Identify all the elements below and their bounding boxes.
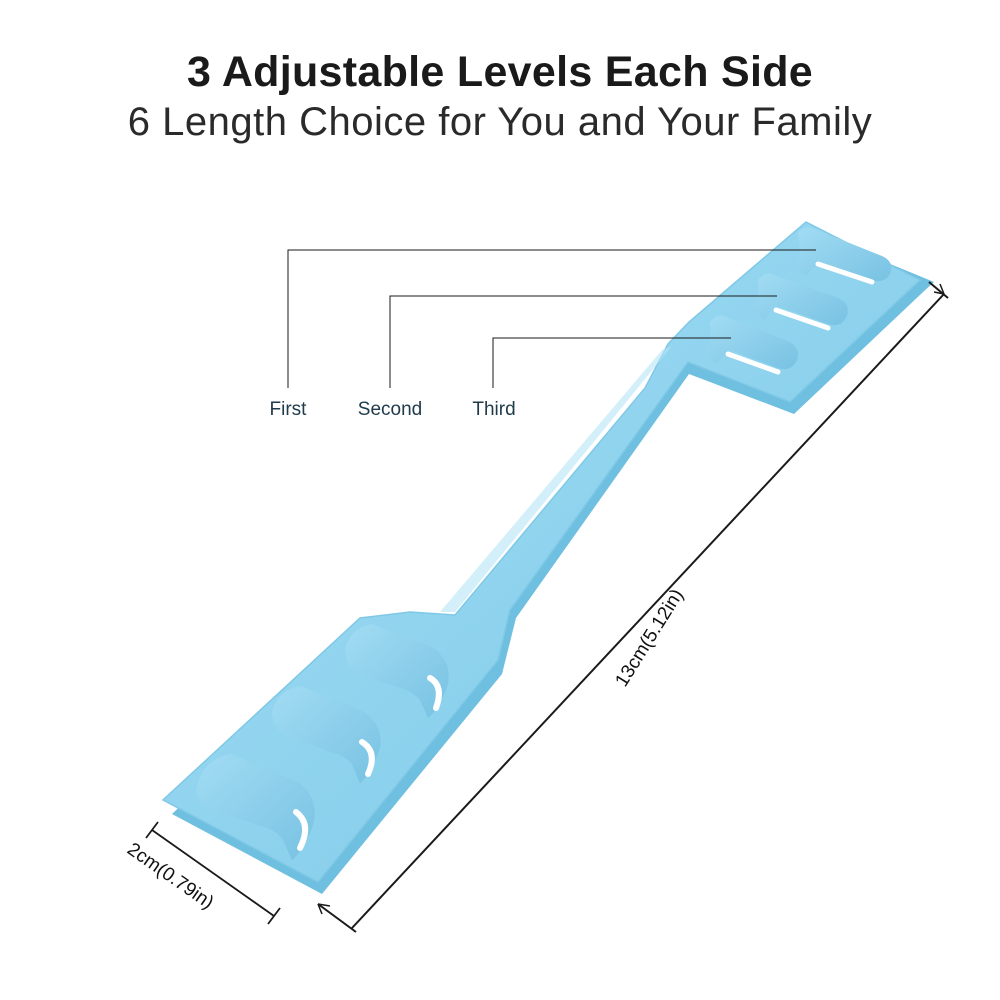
page-title: 3 Adjustable Levels Each Side <box>186 48 814 96</box>
length-dimension <box>317 281 949 933</box>
leader-first <box>287 249 816 388</box>
length-arrow-top <box>933 291 945 295</box>
length-arrow-bottom <box>317 903 331 907</box>
bottom-hook-3 <box>196 754 315 860</box>
level-leaders <box>287 249 816 388</box>
level-label-third: Third <box>472 399 515 420</box>
width-label: 2cm(0.79in) <box>123 839 217 914</box>
leader-second <box>389 295 777 388</box>
bottom-hook-2 <box>272 686 381 784</box>
top-hooks <box>707 227 892 375</box>
top-hook-third <box>707 315 798 375</box>
level-label-second: Second <box>358 399 422 420</box>
leader-third <box>492 337 731 388</box>
page-subtitle: 6 Length Choice for You and Your Family <box>127 100 873 144</box>
top-hook-first <box>797 227 892 285</box>
bottom-hook-1 <box>345 624 449 718</box>
width-dimension <box>145 821 281 925</box>
level-label-first: First <box>270 399 308 420</box>
bottom-hooks <box>196 624 449 860</box>
top-hook-second <box>755 273 848 331</box>
